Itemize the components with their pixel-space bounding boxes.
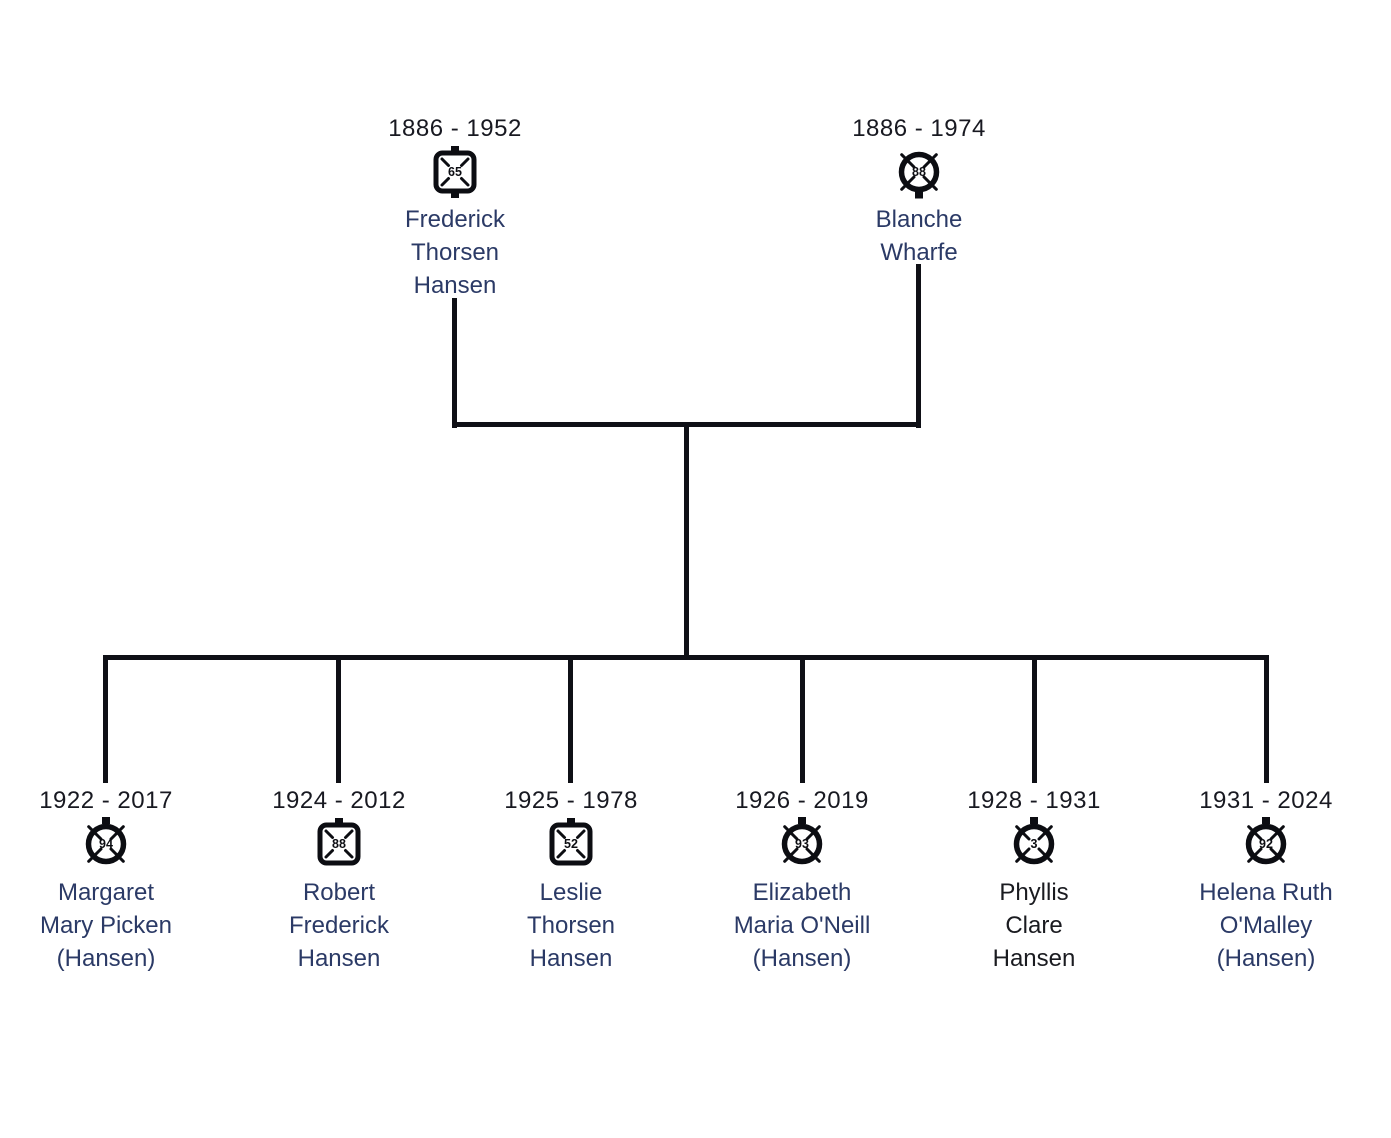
connector-child-drop-line bbox=[568, 655, 573, 783]
person-name[interactable]: Margaret Mary Picken (Hansen) bbox=[39, 879, 173, 972]
person-robert-frederick-hansen: 1924 - 2012 88 Robert Frederick Hansen bbox=[209, 787, 469, 975]
person-years: 1926 - 2019 bbox=[735, 787, 869, 814]
connector-father-drop-line bbox=[452, 298, 457, 428]
person-years: 1886 - 1952 bbox=[388, 115, 522, 142]
connector-mother-drop-line bbox=[916, 264, 921, 428]
person-margaret-mary-picken: 1922 - 2017 94 Margaret Mary Picken (Han… bbox=[0, 787, 236, 975]
deceased-female-icon[interactable]: 93 bbox=[672, 816, 932, 872]
deceased-female-icon[interactable]: 88 bbox=[789, 144, 1049, 200]
connector-child-drop-line bbox=[1264, 655, 1269, 783]
connector-child-drop-line bbox=[1032, 655, 1037, 783]
connector-child-drop-line bbox=[800, 655, 805, 783]
deceased-male-icon[interactable]: 88 bbox=[209, 816, 469, 872]
person-name: Phyllis Clare Hansen bbox=[992, 879, 1076, 972]
person-years: 1928 - 1931 bbox=[967, 787, 1101, 814]
deceased-male-icon[interactable]: 65 bbox=[325, 144, 585, 200]
deceased-female-icon[interactable]: 3 bbox=[904, 816, 1164, 872]
person-years: 1925 - 1978 bbox=[504, 787, 638, 814]
person-years: 1886 - 1974 bbox=[852, 115, 986, 142]
connector-child-drop-line bbox=[103, 655, 108, 783]
person-blanche-wharfe: 1886 - 1974 88 Blanche Wharfe bbox=[789, 115, 1049, 269]
svg-text:88: 88 bbox=[912, 165, 926, 179]
person-name[interactable]: Blanche Wharfe bbox=[875, 206, 963, 266]
deceased-male-icon[interactable]: 52 bbox=[441, 816, 701, 872]
deceased-female-icon[interactable]: 94 bbox=[0, 816, 236, 872]
person-years: 1922 - 2017 bbox=[39, 787, 173, 814]
person-name[interactable]: Elizabeth Maria O'Neill (Hansen) bbox=[733, 879, 871, 972]
person-helena-ruth-omalley: 1931 - 2024 92 Helena Ruth O'Malley (Han… bbox=[1136, 787, 1391, 975]
deceased-female-icon[interactable]: 92 bbox=[1136, 816, 1391, 872]
connector-children-bar bbox=[103, 655, 1269, 660]
person-years: 1924 - 2012 bbox=[272, 787, 406, 814]
person-name[interactable]: Leslie Thorsen Hansen bbox=[526, 879, 616, 972]
person-name[interactable]: Helena Ruth O'Malley (Hansen) bbox=[1199, 879, 1333, 972]
svg-text:92: 92 bbox=[1259, 837, 1273, 851]
person-elizabeth-maria-oneill: 1926 - 2019 93 Elizabeth Maria O'Neill (… bbox=[672, 787, 932, 975]
svg-text:94: 94 bbox=[99, 837, 113, 851]
svg-text:52: 52 bbox=[564, 837, 578, 851]
svg-text:65: 65 bbox=[448, 165, 462, 179]
svg-text:93: 93 bbox=[795, 837, 809, 851]
connector-descent-line bbox=[684, 422, 689, 660]
person-name[interactable]: Robert Frederick Hansen bbox=[288, 879, 390, 972]
connector-child-drop-line bbox=[336, 655, 341, 783]
person-phyllis-clare-hansen: 1928 - 1931 3 Phyllis Clare Hansen bbox=[904, 787, 1164, 975]
person-leslie-thorsen-hansen: 1925 - 1978 52 Leslie Thorsen Hansen bbox=[441, 787, 701, 975]
person-name[interactable]: Frederick Thorsen Hansen bbox=[404, 206, 506, 299]
svg-text:88: 88 bbox=[332, 837, 346, 851]
person-years: 1931 - 2024 bbox=[1199, 787, 1333, 814]
person-frederick-thorsen-hansen: 1886 - 1952 65 Frederick Thorsen Hansen bbox=[325, 115, 585, 302]
svg-text:3: 3 bbox=[1031, 837, 1038, 851]
